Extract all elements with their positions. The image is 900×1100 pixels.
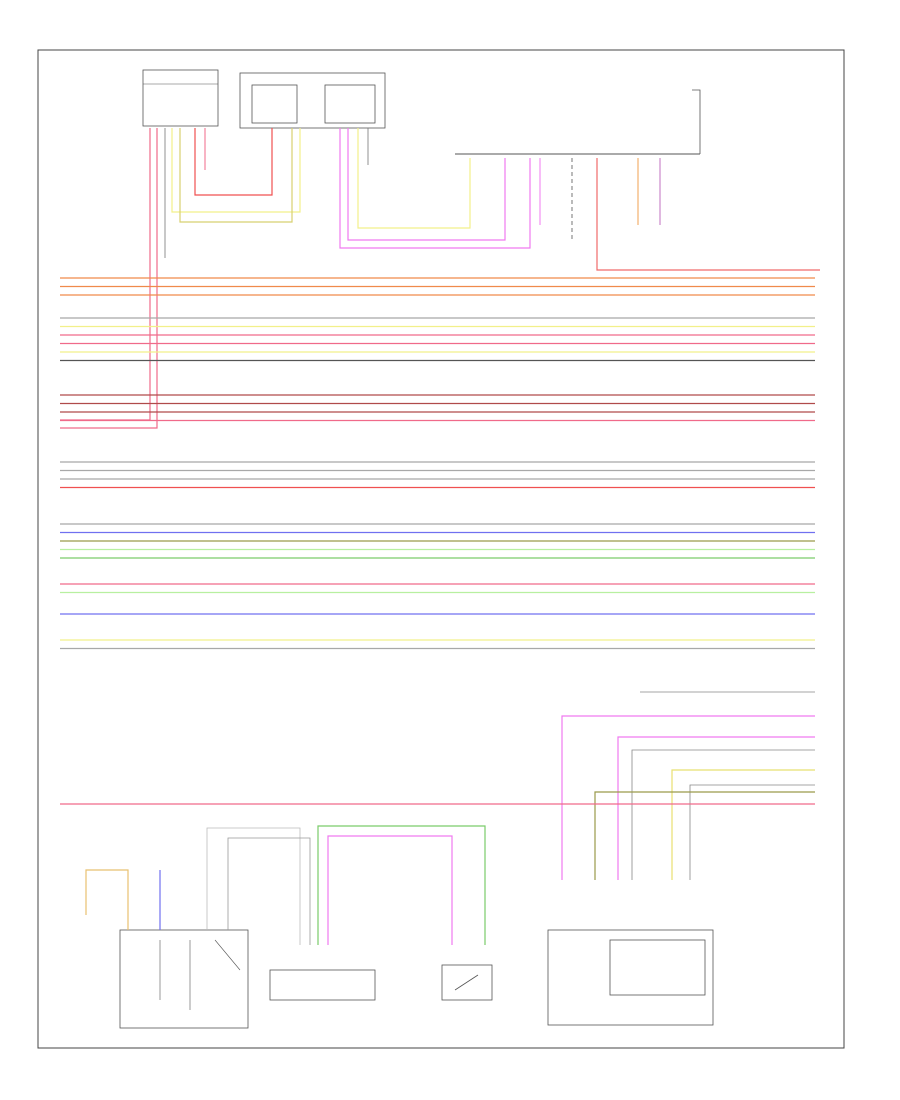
switch-unit bbox=[441, 964, 493, 1001]
lower-right-wiring bbox=[60, 691, 815, 880]
top-right-connector bbox=[455, 89, 701, 155]
bottom-center-module bbox=[269, 825, 486, 1001]
electrical-unit bbox=[85, 827, 311, 1029]
bus-wires bbox=[60, 277, 815, 650]
bottom-right-module bbox=[547, 929, 714, 1026]
top-center-module bbox=[239, 72, 386, 129]
diagram-frame bbox=[37, 49, 845, 1049]
top-left-module bbox=[142, 69, 219, 127]
